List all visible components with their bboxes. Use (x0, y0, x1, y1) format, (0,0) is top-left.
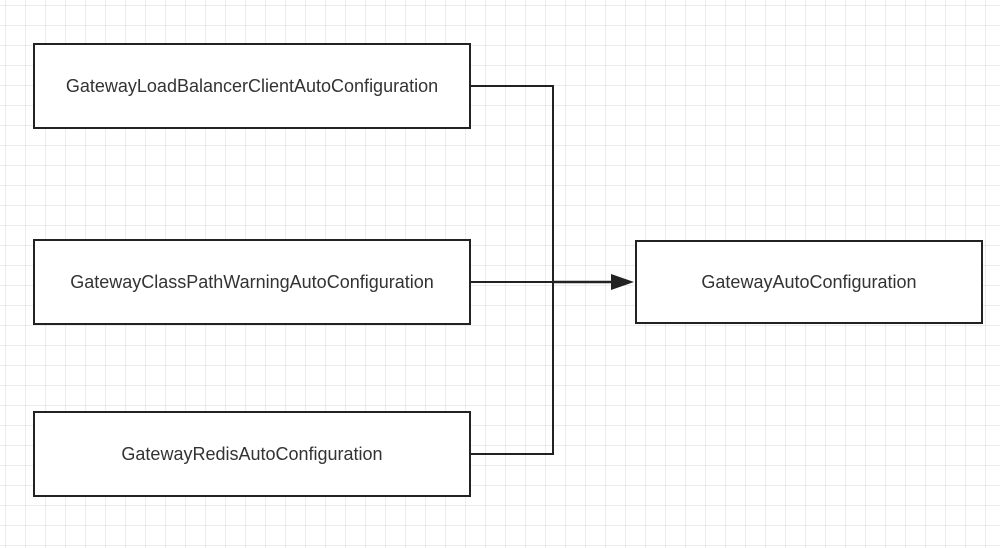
node-label: GatewayRedisAutoConfiguration (121, 443, 383, 464)
node-gateway-class-path-warning-auto-configuration: GatewayClassPathWarningAutoConfiguration (33, 239, 471, 325)
edge-redis-to-gateway (471, 282, 554, 455)
node-label: GatewayClassPathWarningAutoConfiguration (70, 271, 434, 292)
node-label: GatewayLoadBalancerClientAutoConfigurati… (65, 75, 439, 96)
node-label: GatewayAutoConfiguration (701, 271, 917, 292)
arrowhead-icon (611, 274, 634, 290)
node-gateway-redis-auto-configuration: GatewayRedisAutoConfiguration (33, 411, 471, 497)
edge-load-balancer-to-gateway (471, 85, 554, 282)
node-gateway-load-balancer-client-auto-configuration: GatewayLoadBalancerClientAutoConfigurati… (33, 43, 471, 129)
node-gateway-auto-configuration: GatewayAutoConfiguration (635, 240, 983, 324)
